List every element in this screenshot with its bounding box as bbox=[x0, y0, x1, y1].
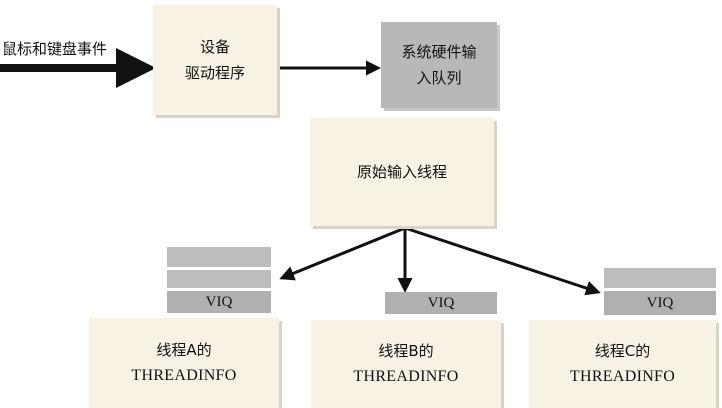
system-input-queue-box: 系统硬件输 入队列 bbox=[381, 22, 497, 108]
thread-c-threadinfo: THREADINFO bbox=[569, 368, 676, 385]
thread-c-queue-stripe bbox=[604, 268, 716, 288]
thread-a-queue-stripe bbox=[167, 270, 271, 288]
thread-c-viq: VIQ bbox=[604, 291, 716, 315]
device-driver-line1: 设备 bbox=[199, 38, 230, 56]
thread-a-label: 线程A的 bbox=[156, 341, 212, 359]
thread-b-viq: VIQ bbox=[385, 292, 497, 314]
thread-c-threadinfo-box: 线程C的 THREADINFO bbox=[529, 320, 716, 408]
thread-a-viq: VIQ bbox=[167, 291, 271, 313]
input-events-label: 鼠标和键盘事件 bbox=[2, 40, 108, 58]
thread-a-threadinfo-box: 线程A的 THREADINFO bbox=[89, 318, 279, 408]
arrow-to-thread-c bbox=[404, 226, 601, 296]
thread-a-threadinfo: THREADINFO bbox=[131, 367, 237, 384]
arrow-to-thread-a bbox=[279, 226, 406, 281]
thread-a-queue-stripe bbox=[167, 247, 271, 267]
thread-b-label: 线程B的 bbox=[378, 342, 434, 360]
thread-b-threadinfo: THREADINFO bbox=[353, 368, 459, 385]
raw-input-thread-label: 原始输入线程 bbox=[356, 163, 447, 181]
raw-input-thread-box: 原始输入线程 bbox=[310, 118, 494, 226]
system-queue-line2: 入队列 bbox=[416, 69, 462, 87]
system-queue-line1: 系统硬件输 bbox=[401, 43, 477, 61]
thread-c-label: 线程C的 bbox=[594, 342, 651, 360]
thread-b-threadinfo-box: 线程B的 THREADINFO bbox=[311, 320, 501, 408]
device-driver-box: 设备 驱动程序 bbox=[153, 5, 277, 115]
device-driver-line2: 驱动程序 bbox=[184, 64, 245, 82]
